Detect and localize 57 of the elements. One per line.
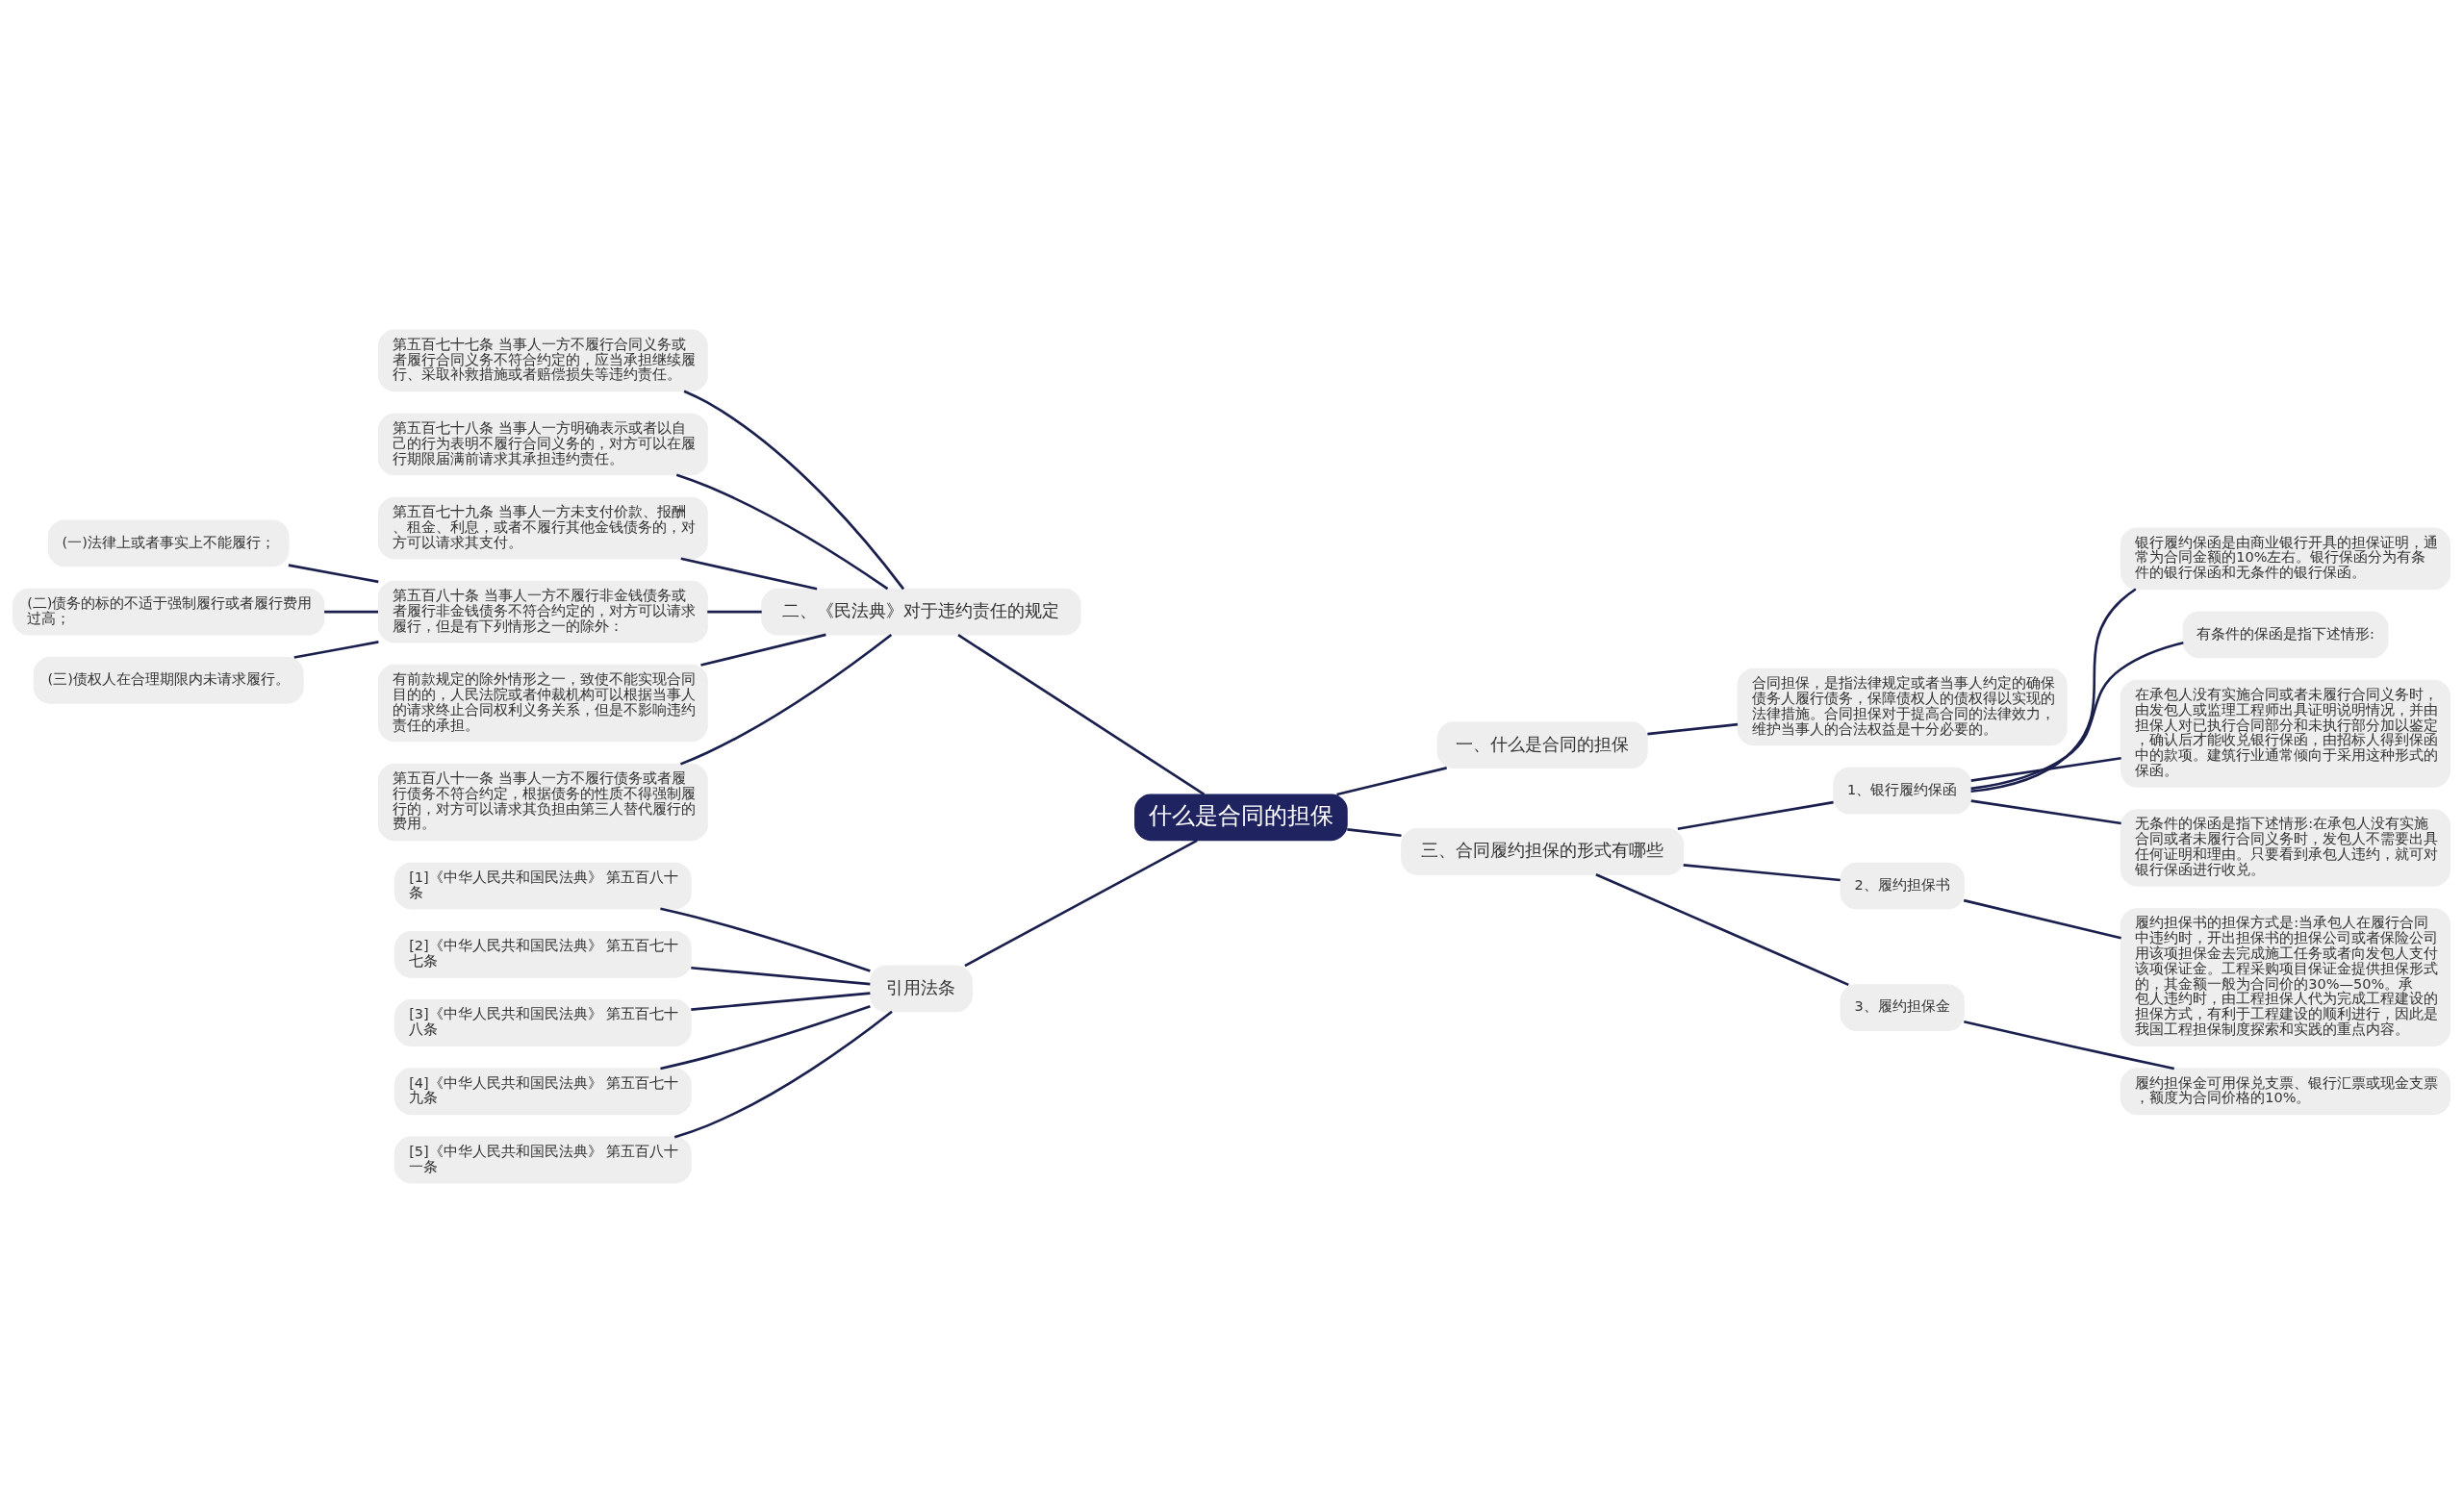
connector [293,640,379,659]
node-box: 第五百七十九条 当事人一方未支付价款、报酬、租金、利息，或者不履行其他金钱债务的，对方可以请求其支付。 [377,496,708,559]
connector [683,389,905,590]
connector [1970,641,2184,790]
node-box: [3]《中华人民共和国民法典》 第五百七十八条 [394,998,692,1046]
node-box: 有前款规定的除外情形之一，致使不能实现合同目的的，人民法院或者仲裁机构可以根据当事人的请求终止合同权利义务关系，但是不影响违约责任的承担。 [377,664,708,742]
node-box: [1]《中华人民共和国民法典》 第五百八十条 [394,862,692,909]
connector [660,1004,871,1070]
node-box: 3、履约担保金 [1840,983,1965,1031]
connector [957,633,1206,795]
node-box: [2]《中华人民共和国民法典》 第五百七十七条 [394,930,692,978]
node-box: 履约担保金可用保兑支票、银行汇票或现金支票，额度为合同价格的10%。 [2120,1067,2450,1115]
connector [324,610,378,613]
node-box: 有条件的保函是指下述情形: [2182,610,2389,658]
node-box: 在承包人没有实施合同或者未履行合同义务时，由发包人或监理工程师出具证明说明情况，并由担保人对已执行合同部分和未执行部分加以鉴定，确认后才能收兑银行保函，由招标人得到保函中的款项。建筑行业通常倾向于采用这种形式的保函。 [2120,679,2450,788]
connector [1347,827,1402,837]
node-box: 第五百八十条 当事人一方不履行非金钱债务或者履行非金钱债务不符合约定的，对方可以请求履行，但是有下列情形之一的除外： [377,580,708,643]
node-box: 合同担保，是指法律规定或者当事人约定的确保债务人履行债务，保障债权人的债权得以实现的法律措施。合同担保对于提高合同的法律效力，维护当事人的合法权益是十分必要的。 [1737,668,2068,745]
node-box: 1、银行履约保函 [1833,767,1972,814]
node-box: (三)债权人在合理期限内未请求履行。 [33,656,304,704]
node-box: 引用法条 [870,965,973,1012]
node-box: 什么是合同的担保 [1134,793,1348,841]
node-box: 无条件的保函是指下述情形:在承包人没有实施合同或者未履行合同义务时，发包人不需要出具任何证明和理由。只要看到承包人违约，就可对银行保函进行收兑。 [2120,808,2450,887]
connector [1970,587,2137,793]
connector [691,991,871,1011]
connector [660,907,871,972]
connector [1970,756,2121,782]
connector [700,633,826,667]
connector [1336,766,1447,795]
connector [1647,722,1739,735]
connector [964,839,1198,967]
connector [1595,872,1849,986]
connector [1970,798,2121,824]
connector [1677,800,1834,830]
connector [707,610,762,613]
node-box: 第五百七十七条 当事人一方不履行合同义务或者履行合同义务不符合约定的，应当承担继续履行、采取补救措施或者赔偿损失等违约责任。 [377,329,708,391]
node-box: 三、合同履约担保的形式有哪些 [1401,827,1685,875]
connector [673,1010,893,1138]
connector [691,966,871,985]
connector [1683,863,1841,881]
node-box: (一)法律上或者事实上不能履行； [47,519,290,567]
node-box: 第五百七十八条 当事人一方明确表示或者以自己的行为表明不履行合同义务的，对方可以在履行期限届满前请求其承担违约责任。 [377,413,708,475]
connector [1963,898,2121,940]
node-box: 2、履约担保书 [1840,862,1965,909]
node-box: 一、什么是合同的担保 [1436,720,1648,769]
node-box: 履约担保书的担保方式是:当承包人在履行合同中违约时，开出担保书的担保公司或者保险公司用该项担保金去完成施工任务或者向发包人支付该项保证金。工程采购项目保证金提供担保形式的，其金额一般为合同价的30%—50%。承包人违约时，由工程担保人代为完成工程建设的担保方式，有利于工程建设的顺利进行，因此是我国工程担保制度探索和实践的重点内容。 [2120,907,2450,1046]
connector [679,633,893,766]
node-box: [5]《中华人民共和国民法典》 第五百八十一条 [394,1136,692,1183]
node-box: [4]《中华人民共和国民法典》 第五百七十九条 [394,1067,692,1115]
connector [680,556,818,591]
node-box: 银行履约保函是由商业银行开具的担保证明，通常为合同金额的10%左右。银行保函分为有条件的银行保函和无条件的银行保函。 [2120,526,2450,590]
node-box: 二、《民法典》对于违约责任的规定 [761,588,1081,635]
connector [1964,1020,2174,1070]
node-box: (二)债务的标的不适于强制履行或者履行费用过高； [13,588,325,635]
connector [675,473,889,590]
connector [288,563,379,583]
node-box: 第五百八十一条 当事人一方不履行债务或者履行债务不符合约定，根据债务的性质不得强制履行的，对方可以请求其负担由第三人替代履行的费用。 [377,763,708,841]
